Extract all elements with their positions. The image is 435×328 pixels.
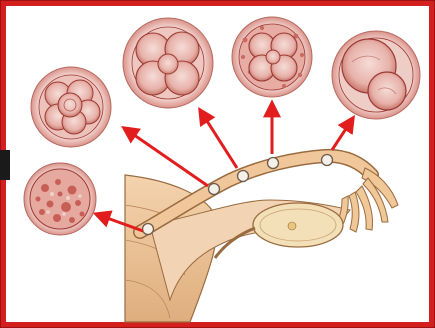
left-tab-mark (0, 150, 10, 180)
tube-embryo-1 (143, 224, 154, 235)
tube-embryo-3 (238, 171, 249, 182)
two-cell-embryo-icon (332, 31, 420, 119)
tube-embryo-2 (209, 184, 220, 195)
tube-embryo-5 (322, 155, 333, 166)
four-cell-embryo-icon (123, 18, 213, 108)
eight-cell-embryo-icon (31, 67, 111, 147)
four-cell-embryo-icon (232, 17, 312, 97)
morula-icon (24, 163, 96, 235)
tube-embryo-4 (268, 158, 279, 169)
ovary (253, 203, 343, 247)
follicle (288, 222, 296, 230)
